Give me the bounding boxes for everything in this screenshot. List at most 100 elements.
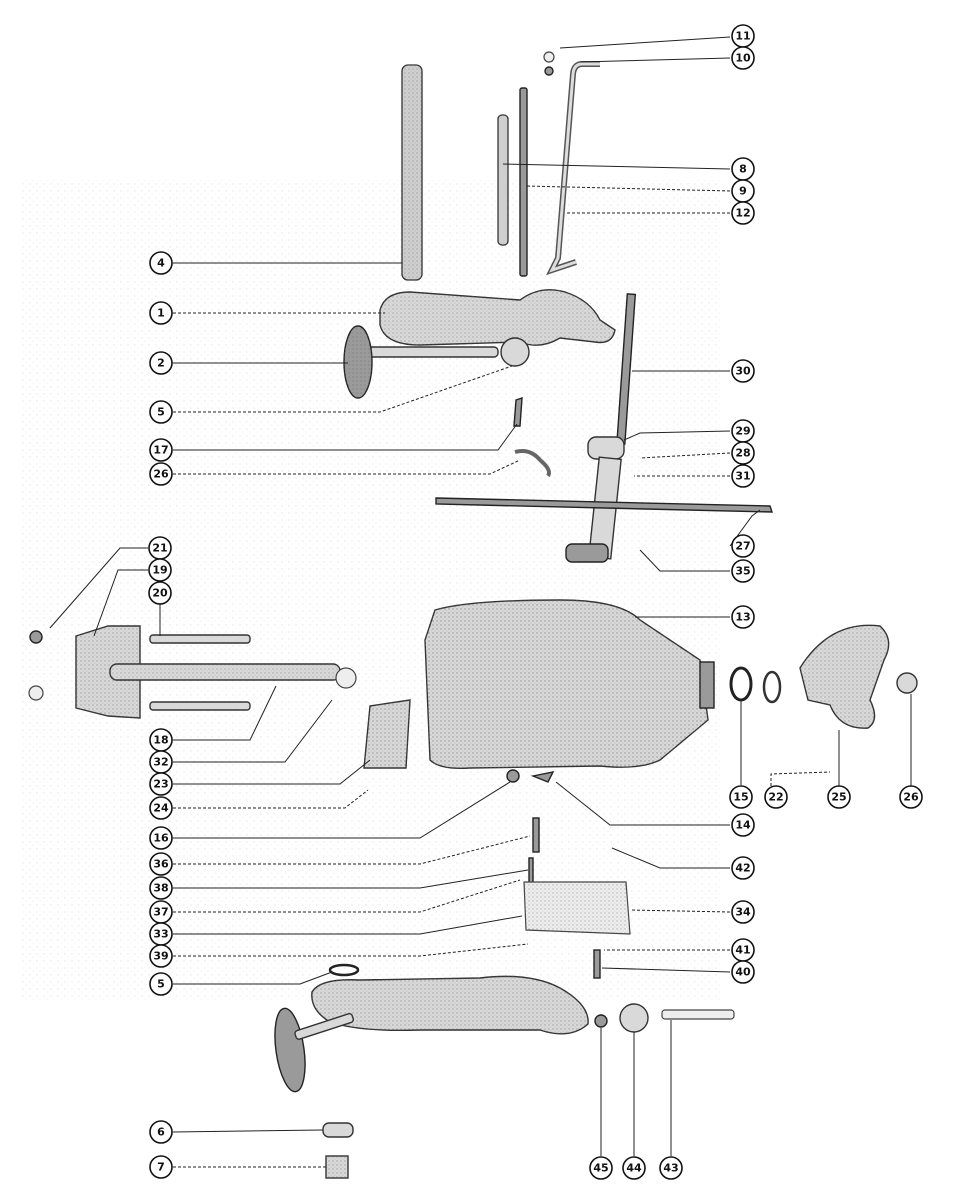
svg-text:6: 6 xyxy=(157,1126,165,1139)
callout-26-upper[interactable]: 26 xyxy=(149,462,173,486)
callout-41[interactable]: 41 xyxy=(731,938,755,962)
svg-text:15: 15 xyxy=(733,791,748,804)
ring-part-15 xyxy=(729,666,753,702)
callout-38[interactable]: 38 xyxy=(149,876,173,900)
callout-10[interactable]: 10 xyxy=(731,46,755,70)
pin-part-36 xyxy=(532,817,540,853)
svg-text:19: 19 xyxy=(152,564,167,577)
svg-text:10: 10 xyxy=(735,52,751,65)
callout-8[interactable]: 8 xyxy=(731,157,755,181)
callout-2[interactable]: 2 xyxy=(149,351,173,375)
svg-text:5: 5 xyxy=(157,978,165,991)
svg-text:45: 45 xyxy=(593,1162,608,1175)
callout-37[interactable]: 37 xyxy=(149,900,173,924)
spring-part-26 xyxy=(514,449,551,478)
callout-43[interactable]: 43 xyxy=(659,1156,683,1180)
svg-text:22: 22 xyxy=(768,791,783,804)
svg-text:32: 32 xyxy=(153,756,168,769)
svg-text:11: 11 xyxy=(735,30,750,43)
nut-part-21-upper xyxy=(29,630,43,644)
callout-44[interactable]: 44 xyxy=(622,1156,646,1180)
callout-23[interactable]: 23 xyxy=(149,772,173,796)
svg-text:38: 38 xyxy=(153,882,168,895)
callout-42[interactable]: 42 xyxy=(731,856,755,880)
bolt-part-43 xyxy=(661,1009,735,1020)
callout-12[interactable]: 12 xyxy=(731,201,755,225)
svg-text:21: 21 xyxy=(152,542,167,555)
svg-text:23: 23 xyxy=(153,778,168,791)
callout-24[interactable]: 24 xyxy=(149,796,173,820)
cap-part-44 xyxy=(619,1003,649,1033)
callout-36[interactable]: 36 xyxy=(149,852,173,876)
callout-15[interactable]: 15 xyxy=(729,785,753,809)
svg-text:7: 7 xyxy=(157,1161,165,1174)
nut-part-45 xyxy=(594,1014,608,1028)
lower-knob xyxy=(274,1007,306,1093)
callout-11[interactable]: 11 xyxy=(731,24,755,48)
callout-26-right[interactable]: 26 xyxy=(899,785,923,809)
callout-27[interactable]: 27 xyxy=(731,534,755,558)
rod-part-27 xyxy=(435,497,773,513)
callout-7[interactable]: 7 xyxy=(149,1155,173,1179)
svg-text:33: 33 xyxy=(153,928,168,941)
callout-21[interactable]: 21 xyxy=(148,536,172,560)
pin-part-17 xyxy=(513,397,523,427)
rod-part-8 xyxy=(497,114,509,246)
svg-text:24: 24 xyxy=(153,802,169,815)
callout-31[interactable]: 31 xyxy=(731,464,755,488)
callout-6[interactable]: 6 xyxy=(149,1120,173,1144)
callout-5-upper[interactable]: 5 xyxy=(149,400,173,424)
callout-9[interactable]: 9 xyxy=(731,179,755,203)
svg-text:27: 27 xyxy=(735,540,750,553)
callout-33[interactable]: 33 xyxy=(149,922,173,946)
block-part-29 xyxy=(587,436,625,460)
callout-39[interactable]: 39 xyxy=(149,944,173,968)
svg-text:41: 41 xyxy=(735,944,750,957)
scan-background xyxy=(20,180,720,1000)
callout-29[interactable]: 29 xyxy=(731,419,755,443)
callout-4[interactable]: 4 xyxy=(149,251,173,275)
svg-text:36: 36 xyxy=(153,858,169,871)
bolt-part-20-lower xyxy=(149,701,251,711)
nut-part-11 xyxy=(543,51,555,63)
callout-20[interactable]: 20 xyxy=(148,581,172,605)
callout-34[interactable]: 34 xyxy=(731,900,755,924)
svg-text:9: 9 xyxy=(739,185,747,198)
svg-text:26: 26 xyxy=(903,791,919,804)
callout-35[interactable]: 35 xyxy=(731,559,755,583)
svg-text:26: 26 xyxy=(153,468,169,481)
svg-text:8: 8 xyxy=(739,163,747,176)
callout-25[interactable]: 25 xyxy=(827,785,851,809)
washer-part-16 xyxy=(506,769,520,783)
parts-illustration xyxy=(28,51,918,1179)
svg-text:1: 1 xyxy=(157,307,165,320)
nut-part-10 xyxy=(544,66,554,76)
callout-16[interactable]: 16 xyxy=(149,826,173,850)
svg-text:42: 42 xyxy=(735,862,750,875)
callout-30[interactable]: 30 xyxy=(731,359,755,383)
svg-text:31: 31 xyxy=(735,470,750,483)
callout-14[interactable]: 14 xyxy=(731,813,755,837)
callout-13[interactable]: 13 xyxy=(731,605,755,629)
callout-28[interactable]: 28 xyxy=(731,441,755,465)
svg-text:12: 12 xyxy=(735,207,750,220)
callout-5-lower[interactable]: 5 xyxy=(149,972,173,996)
callout-18[interactable]: 18 xyxy=(149,728,173,752)
svg-text:28: 28 xyxy=(735,447,750,460)
ring-part-22 xyxy=(762,670,782,704)
svg-text:37: 37 xyxy=(153,906,168,919)
callout-40[interactable]: 40 xyxy=(731,960,755,984)
callout-1[interactable]: 1 xyxy=(149,301,173,325)
washer-part-5-upper xyxy=(500,337,530,367)
callout-19[interactable]: 19 xyxy=(148,558,172,582)
housing-flange xyxy=(699,661,715,709)
svg-text:16: 16 xyxy=(153,832,169,845)
pin-part-38 xyxy=(528,857,534,885)
callout-22[interactable]: 22 xyxy=(764,785,788,809)
svg-text:40: 40 xyxy=(735,966,751,979)
svg-text:34: 34 xyxy=(735,906,751,919)
leader-lines xyxy=(49,36,912,1168)
callout-45[interactable]: 45 xyxy=(589,1156,613,1180)
callout-32[interactable]: 32 xyxy=(149,750,173,774)
callout-17[interactable]: 17 xyxy=(149,438,173,462)
